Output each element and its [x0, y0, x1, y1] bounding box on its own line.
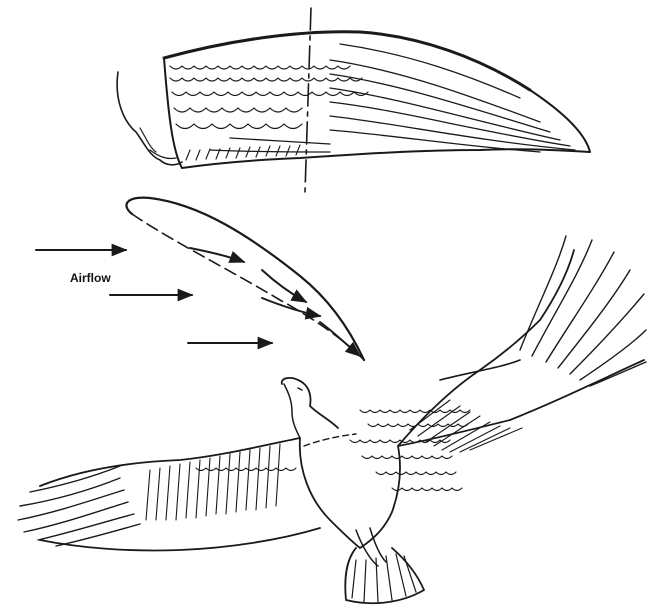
- wing-outline: [164, 32, 590, 168]
- airflow-label: Airflow: [70, 271, 111, 285]
- eagle-head: [282, 378, 338, 428]
- airfoil-lower-surface: [132, 214, 364, 360]
- airfoil-cross-section: [126, 198, 364, 360]
- airflow-arrows: [36, 248, 360, 356]
- eagle-left-wing: [40, 438, 320, 551]
- wing-section-illustration: [117, 8, 590, 192]
- eagle-illustration: [18, 236, 646, 603]
- eagle-tail: [345, 548, 424, 603]
- airfoil-upper-surface: [126, 198, 364, 360]
- wing-body-stub: [117, 72, 182, 165]
- eagle-body: [300, 438, 400, 548]
- airflow-arrow-4: [190, 248, 244, 262]
- section-line: [305, 8, 311, 192]
